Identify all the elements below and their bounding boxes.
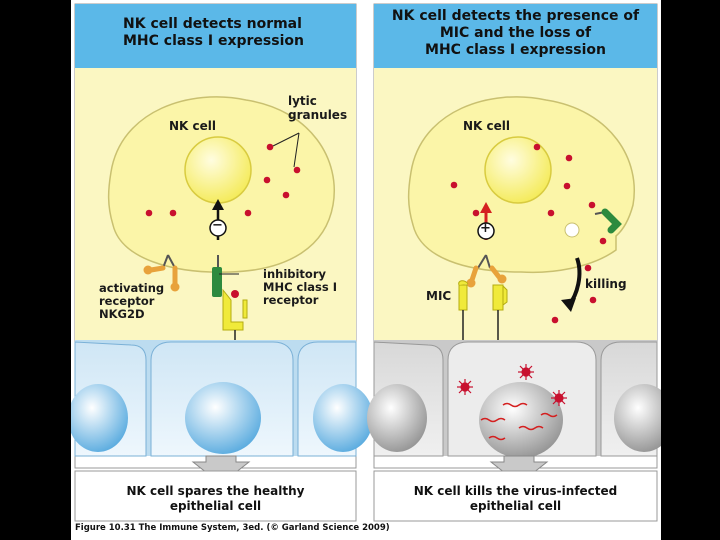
right-title: NK cell detects the presence of MIC and … bbox=[391, 8, 640, 58]
inhibitory-receptor-label: inhibitory MHC class I receptor bbox=[263, 267, 338, 308]
figure: NK cell detects normal MHC class I expre… bbox=[71, 0, 661, 540]
left-title: NK cell detects normal MHC class I expre… bbox=[123, 16, 304, 49]
left-outcome-text: NK cell spares the healthy epithelial ce… bbox=[126, 484, 305, 513]
left-nk-nucleus bbox=[184, 136, 252, 204]
activating-receptor-label: activating receptor NKG2D bbox=[99, 281, 165, 322]
virus-icon bbox=[457, 364, 567, 406]
right-epithelial-nucleus bbox=[614, 384, 661, 452]
left-inhibitory-receptor-icon bbox=[212, 255, 239, 297]
left-epithelial-nucleus bbox=[185, 382, 261, 454]
diagram-canvas bbox=[71, 3, 661, 522]
left-minus-sign bbox=[209, 219, 227, 237]
left-lytic-granules bbox=[145, 143, 301, 217]
figure-caption: Figure 10.31 The Immune System, 3ed. (© … bbox=[75, 523, 390, 533]
left-nk-cell-label: NK cell bbox=[169, 119, 216, 133]
left-epithelial-nucleus bbox=[71, 384, 128, 452]
left-epithelial-nucleus bbox=[313, 384, 373, 452]
right-infected-nucleus bbox=[479, 382, 563, 458]
right-signal-sign: + bbox=[480, 221, 491, 236]
right-inhibitory-receptor-icon bbox=[594, 208, 622, 234]
mic-label: MIC bbox=[426, 289, 452, 303]
right-mic-icon bbox=[458, 280, 508, 345]
right-panel bbox=[367, 3, 661, 522]
right-epithelial-nucleus bbox=[367, 384, 427, 452]
right-lytic-granules bbox=[450, 143, 607, 324]
viral-rna bbox=[480, 402, 558, 441]
right-plus-sign bbox=[477, 222, 495, 240]
right-title-banner bbox=[374, 4, 657, 68]
right-activating-receptor-icon bbox=[466, 254, 507, 288]
right-outcome-text: NK cell kills the virus-infected epithel… bbox=[413, 484, 618, 513]
right-nk-cell-label: NK cell bbox=[463, 119, 510, 133]
killing-label: killing bbox=[585, 277, 627, 291]
left-signal-sign: − bbox=[212, 218, 223, 233]
left-title-banner bbox=[75, 4, 356, 68]
left-activating-receptor-icon bbox=[143, 254, 180, 292]
right-nk-nucleus bbox=[484, 136, 552, 204]
lytic-granules-label: lytic granules bbox=[288, 94, 348, 122]
left-panel bbox=[71, 3, 373, 522]
